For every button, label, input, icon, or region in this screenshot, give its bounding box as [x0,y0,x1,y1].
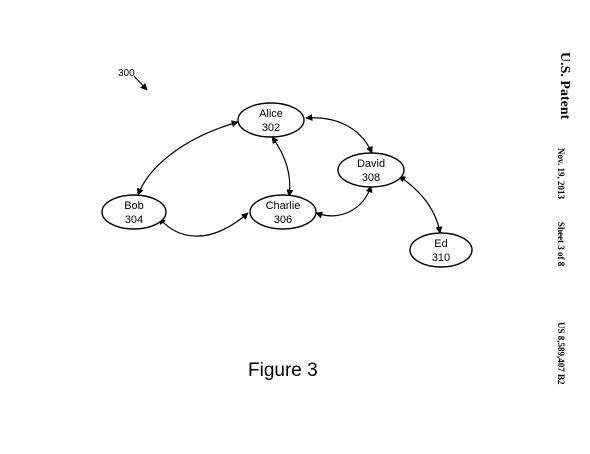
figure-reference-number: 300 [118,68,135,79]
patent-date: Nov. 19, 2013 [556,148,566,200]
node-name: David [357,158,385,170]
node-name: Bob [124,200,144,212]
node-ref: 304 [125,214,143,226]
edge-alice-charlie [271,136,294,197]
edge-david-ed [398,175,443,234]
patent-number: US 8,589,407 B2 [556,322,566,385]
sheet-number: Sheet 3 of 8 [556,222,566,267]
edge-alice-david [305,114,373,154]
node-name: Charlie [266,200,301,212]
node-ref: 302 [262,122,280,134]
node-alice: Alice 302 [237,102,305,138]
node-bob: Bob 304 [101,194,167,230]
node-charlie: Charlie 306 [249,194,317,230]
node-name: Alice [259,108,283,120]
edge-bob-charlie [158,212,249,237]
patent-label: U.S. Patent [557,52,572,120]
node-ed: Ed 310 [409,232,473,268]
node-ref: 308 [362,172,380,184]
node-name: Ed [434,238,447,250]
edge-charlie-david [315,185,373,219]
node-ref: 306 [274,214,292,226]
node-ref: 310 [432,252,450,264]
node-david: David 308 [337,152,405,188]
reference-pointer-arrow [133,75,148,91]
edge-alice-bob [136,120,239,196]
figure-caption: Figure 3 [248,360,318,381]
